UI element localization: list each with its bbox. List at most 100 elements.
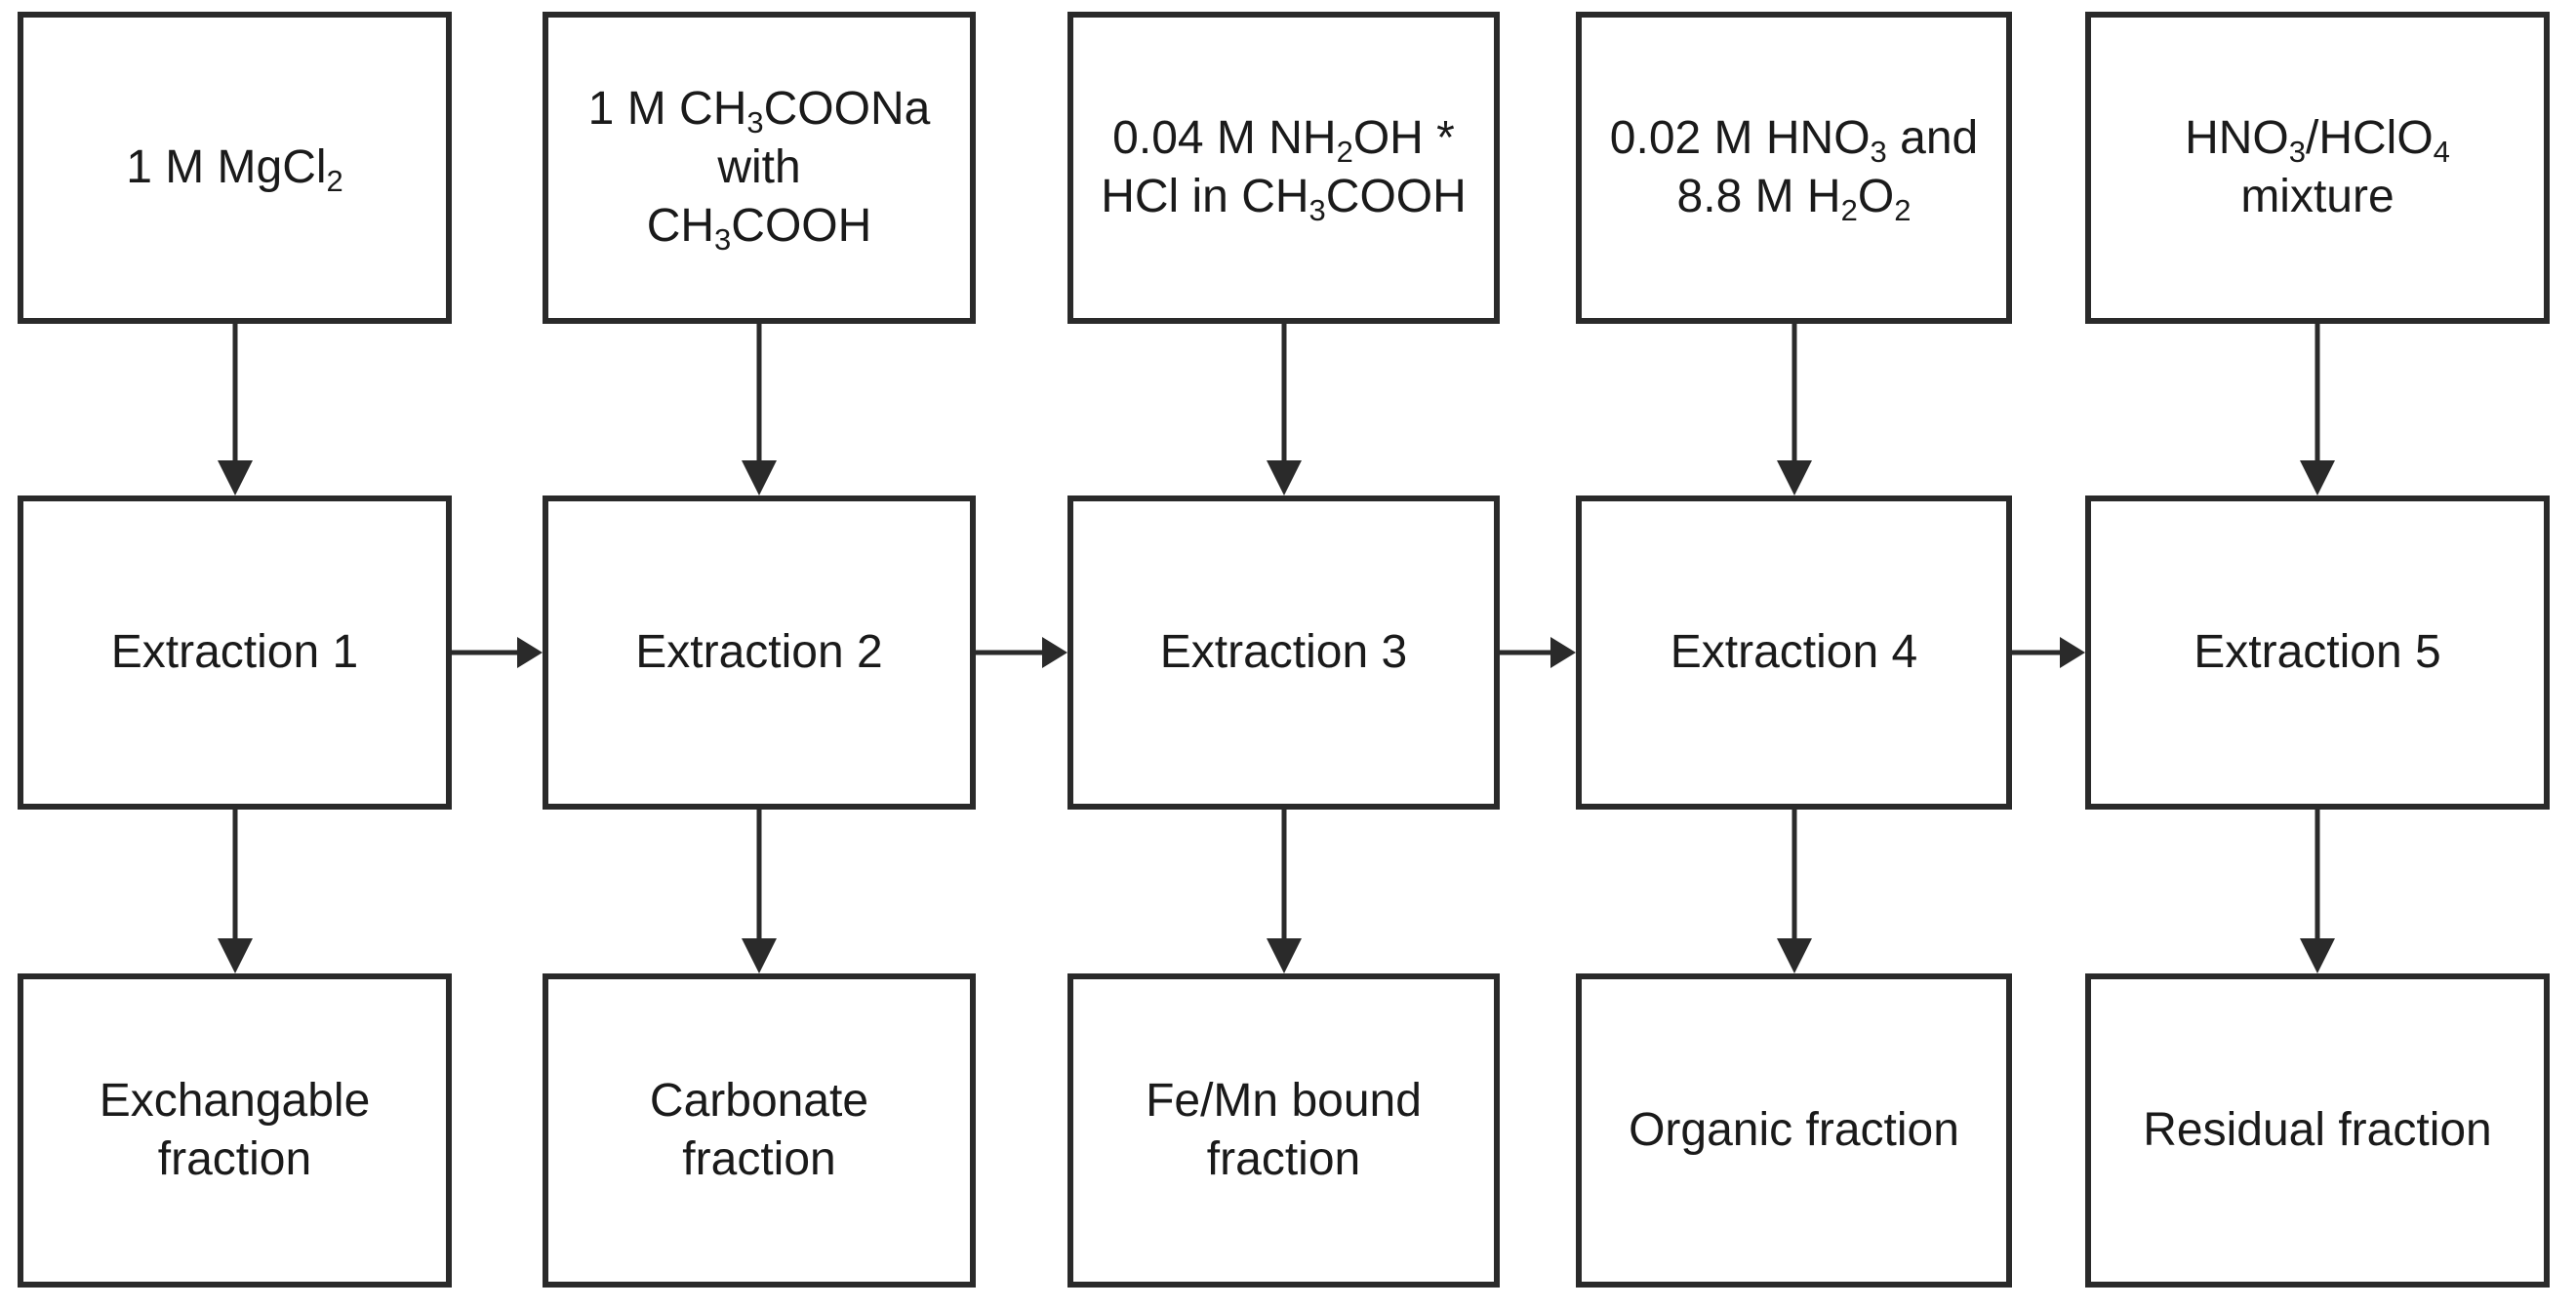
- arrow-shaft: [232, 810, 237, 940]
- arrow-head-down: [2300, 460, 2335, 495]
- arrow-head-down: [2300, 938, 2335, 973]
- text-line: Extraction 5: [2194, 623, 2440, 682]
- text-line: Carbonate: [650, 1072, 868, 1130]
- arrow-shaft: [2314, 810, 2320, 940]
- arrow-reagent-to-extraction-2: [742, 324, 777, 495]
- text-segment: Extraction 5: [2194, 626, 2441, 678]
- arrow-head-down: [217, 938, 253, 973]
- extraction-box-2: Extraction 2: [543, 495, 976, 810]
- fraction-box-4: Organic fraction: [1576, 973, 2012, 1288]
- text-segment: HCl in CH: [1101, 171, 1309, 222]
- text-segment: COONa: [763, 83, 931, 135]
- text-segment: O: [1857, 171, 1895, 222]
- text-line: HCl in CH3COOH: [1101, 168, 1467, 226]
- subscript: 4: [2433, 135, 2450, 169]
- text-segment: 1 M CH: [587, 83, 747, 135]
- arrow-head-down: [742, 938, 777, 973]
- fraction-label: Residual fraction: [2135, 1101, 2500, 1160]
- arrow-reagent-to-extraction-1: [217, 324, 253, 495]
- text-segment: fraction: [682, 1133, 836, 1185]
- arrow-extraction-to-fraction-4: [1776, 810, 1812, 973]
- reagent-box-3: 0.04 M NH2OH *HCl in CH3COOH: [1067, 12, 1500, 324]
- extraction-box-3: Extraction 3: [1067, 495, 1500, 810]
- fraction-box-5: Residual fraction: [2085, 973, 2550, 1288]
- text-line: Extraction 4: [1670, 623, 1917, 682]
- text-segment: with: [717, 141, 801, 193]
- text-segment: CH: [646, 200, 715, 252]
- subscript: 3: [2288, 135, 2306, 169]
- text-line: Residual fraction: [2143, 1101, 2492, 1160]
- extraction-box-4: Extraction 4: [1576, 495, 2012, 810]
- subscript: 3: [1870, 135, 1887, 169]
- text-segment: Extraction 1: [110, 626, 359, 678]
- extraction-box-5: Extraction 5: [2085, 495, 2550, 810]
- fraction-label: Organic fraction: [1621, 1101, 1967, 1160]
- arrow-extraction-1-to-2: [452, 637, 543, 668]
- arrow-extraction-to-fraction-1: [217, 810, 253, 973]
- text-segment: Extraction 4: [1670, 626, 1918, 678]
- text-segment: Organic fraction: [1629, 1104, 1959, 1156]
- text-segment: fraction: [1206, 1133, 1361, 1185]
- arrow-shaft: [232, 324, 237, 462]
- text-segment: Extraction 2: [635, 626, 883, 678]
- text-segment: Residual fraction: [2143, 1104, 2492, 1156]
- reagent-box-1: 1 M MgCl2: [18, 12, 452, 324]
- text-line: Extraction 1: [111, 623, 358, 682]
- text-line: Organic fraction: [1629, 1101, 1959, 1160]
- arrow-reagent-to-extraction-5: [2300, 324, 2335, 495]
- text-segment: Extraction 3: [1159, 626, 1408, 678]
- arrow-shaft: [1791, 324, 1796, 462]
- arrow-shaft: [2012, 650, 2062, 655]
- subscript: 2: [1840, 193, 1858, 227]
- text-line: Exchangable: [100, 1072, 371, 1130]
- text-line: HNO3/HClO4: [2185, 109, 2450, 168]
- arrow-extraction-2-to-3: [976, 637, 1067, 668]
- arrow-shaft: [1281, 810, 1286, 940]
- arrow-extraction-3-to-4: [1500, 637, 1576, 668]
- arrow-head-right: [1550, 637, 1576, 668]
- text-line: Extraction 2: [635, 623, 882, 682]
- arrow-head-down: [1266, 460, 1302, 495]
- extraction-label: Extraction 4: [1663, 623, 1925, 682]
- arrow-reagent-to-extraction-4: [1776, 324, 1812, 495]
- fraction-label: Fe/Mn bound fraction: [1138, 1072, 1429, 1189]
- arrow-head-down: [1776, 938, 1812, 973]
- fraction-box-3: Fe/Mn bound fraction: [1067, 973, 1500, 1288]
- subscript: 2: [326, 164, 343, 198]
- extraction-box-1: Extraction 1: [18, 495, 452, 810]
- text-segment: /HClO: [2306, 112, 2434, 164]
- text-segment: Exchangable: [99, 1075, 371, 1127]
- text-segment: COOH: [1325, 171, 1467, 222]
- text-segment: COOH: [731, 200, 872, 252]
- arrow-head-down: [742, 460, 777, 495]
- subscript: 3: [1308, 193, 1326, 227]
- arrow-extraction-to-fraction-5: [2300, 810, 2335, 973]
- text-segment: mixture: [2240, 171, 2395, 222]
- subscript: 2: [1336, 135, 1353, 169]
- arrow-head-right: [2060, 637, 2085, 668]
- subscript: 2: [1894, 193, 1912, 227]
- arrow-head-down: [217, 460, 253, 495]
- text-segment: Fe/Mn bound: [1146, 1075, 1422, 1127]
- arrow-shaft: [2314, 324, 2320, 462]
- arrow-shaft: [1281, 324, 1286, 462]
- text-segment: HNO: [2185, 112, 2289, 164]
- text-segment: 1 M MgCl: [126, 141, 327, 193]
- text-line: 1 M MgCl2: [126, 139, 343, 197]
- text-line: 0.02 M HNO3 and: [1610, 109, 1978, 168]
- arrow-shaft: [1500, 650, 1552, 655]
- text-line: CH3COOH: [588, 197, 931, 256]
- arrow-head-right: [517, 637, 543, 668]
- arrow-head-down: [1266, 938, 1302, 973]
- arrow-reagent-to-extraction-3: [1266, 324, 1302, 495]
- text-segment: 0.04 M NH: [1112, 112, 1337, 164]
- text-line: fraction: [100, 1130, 371, 1189]
- text-segment: 0.02 M HNO: [1609, 112, 1871, 164]
- text-line: fraction: [650, 1130, 868, 1189]
